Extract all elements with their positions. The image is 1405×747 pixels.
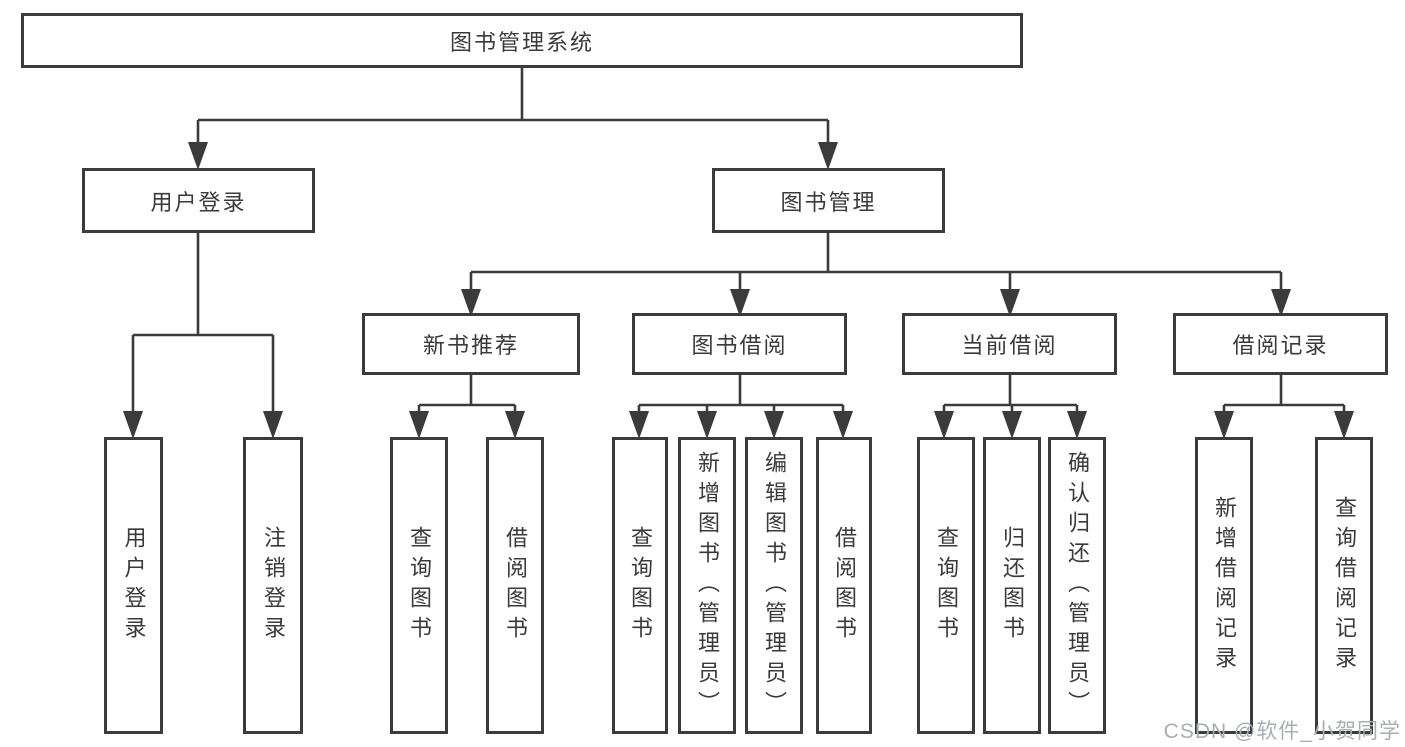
leaf-edit-books-admin: 编辑图书（管理员） xyxy=(745,437,803,734)
node-library-management-system: 图书管理系统 xyxy=(21,13,1023,68)
node-label: 用户登录 xyxy=(150,189,247,215)
leaf-query-borrow-record: 查询借阅记录 xyxy=(1315,437,1373,734)
node-label: 图书管理 xyxy=(780,189,877,215)
leaf-label: 新增借阅记录 xyxy=(1212,495,1237,676)
leaf-label: 查询图书 xyxy=(628,525,653,646)
leaf-user-login: 用户登录 xyxy=(104,437,163,734)
node-label: 图书借阅 xyxy=(691,333,788,358)
node-new-book-recommendation: 新书推荐 xyxy=(362,313,580,375)
leaf-label: 确认归还（管理员） xyxy=(1065,450,1090,721)
leaf-borrow-books: 借阅图书 xyxy=(816,437,872,734)
leaf-label: 新增图书（管理员） xyxy=(695,450,720,721)
leaf-query-books-borrow: 查询图书 xyxy=(612,437,668,734)
node-user-login: 用户登录 xyxy=(82,168,315,233)
node-borrowing-records: 借阅记录 xyxy=(1173,313,1388,375)
node-book-management: 图书管理 xyxy=(712,168,945,233)
node-label: 图书管理系统 xyxy=(449,29,594,55)
leaf-query-books-recommend: 查询图书 xyxy=(390,437,448,734)
leaf-label: 查询图书 xyxy=(934,525,959,646)
leaf-label: 编辑图书（管理员） xyxy=(762,450,787,721)
leaf-label: 借阅图书 xyxy=(832,525,857,646)
leaf-confirm-return-admin: 确认归还（管理员） xyxy=(1048,437,1106,734)
leaf-label: 归还图书 xyxy=(1000,525,1025,646)
leaf-label: 用户登录 xyxy=(121,525,147,646)
leaf-label: 借阅图书 xyxy=(503,525,528,646)
arrowheads xyxy=(123,142,1354,439)
node-book-borrowing: 图书借阅 xyxy=(632,313,847,375)
node-label: 借阅记录 xyxy=(1232,333,1329,358)
leaf-return-books: 归还图书 xyxy=(983,437,1041,734)
leaf-add-borrow-record: 新增借阅记录 xyxy=(1195,437,1253,734)
node-current-borrowing: 当前借阅 xyxy=(902,313,1117,375)
leaf-query-books-current: 查询图书 xyxy=(917,437,975,734)
leaf-label: 查询借阅记录 xyxy=(1332,495,1357,676)
leaf-label: 查询图书 xyxy=(407,525,432,646)
leaf-label: 注销登录 xyxy=(261,525,286,646)
csdn-watermark: CSDN @软件_小贺同学 xyxy=(1163,720,1401,743)
leaf-logout: 注销登录 xyxy=(243,437,303,734)
node-label: 当前借阅 xyxy=(961,333,1058,358)
leaf-add-books-admin: 新增图书（管理员） xyxy=(678,437,736,734)
node-label: 新书推荐 xyxy=(422,333,519,358)
leaf-borrow-books-recommend: 借阅图书 xyxy=(486,437,544,734)
